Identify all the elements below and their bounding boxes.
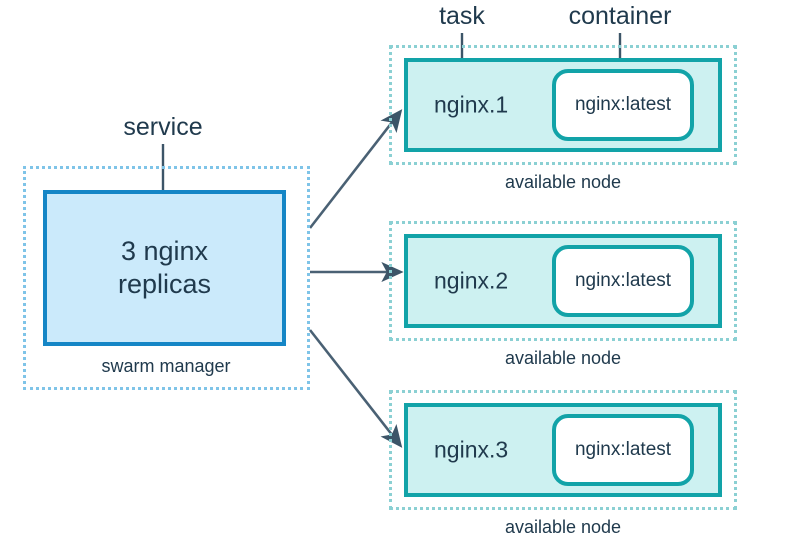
available-node-group-2 bbox=[389, 221, 737, 341]
available-node-caption-1: available node bbox=[504, 172, 622, 192]
task-box-1[interactable]: nginx.1 nginx:latest bbox=[404, 58, 722, 152]
swarm-manager-group bbox=[23, 166, 310, 390]
task-label-3: nginx.3 bbox=[434, 436, 509, 463]
available-node-caption-3: available node bbox=[504, 517, 622, 537]
task-label-2: nginx.2 bbox=[434, 267, 509, 294]
annotation-container: container bbox=[568, 2, 672, 30]
task-box-3[interactable]: nginx.3 nginx:latest bbox=[404, 403, 722, 497]
container-image-label-2: nginx:latest bbox=[574, 270, 672, 291]
arrow-service-to-task-3 bbox=[308, 329, 403, 448]
task-label-1: nginx.1 bbox=[434, 91, 509, 118]
available-node-caption-2: available node bbox=[504, 348, 622, 368]
container-box-3[interactable]: nginx:latest bbox=[552, 414, 694, 486]
arrow-service-to-task-1 bbox=[308, 109, 403, 229]
container-box-1[interactable]: nginx:latest bbox=[552, 69, 694, 141]
task-box-2[interactable]: nginx.2 nginx:latest bbox=[404, 234, 722, 328]
swarm-manager-caption: swarm manager bbox=[101, 356, 231, 376]
service-box[interactable]: 3 nginx replicas bbox=[43, 190, 286, 346]
annotation-task: task bbox=[439, 2, 485, 30]
service-box-label: 3 nginx replicas bbox=[117, 236, 212, 299]
available-node-group-1 bbox=[389, 45, 737, 165]
container-box-2[interactable]: nginx:latest bbox=[552, 245, 694, 317]
available-node-group-3 bbox=[389, 390, 737, 510]
container-image-label-3: nginx:latest bbox=[574, 439, 672, 460]
annotation-service: service bbox=[123, 113, 203, 141]
container-image-label-1: nginx:latest bbox=[574, 94, 672, 115]
